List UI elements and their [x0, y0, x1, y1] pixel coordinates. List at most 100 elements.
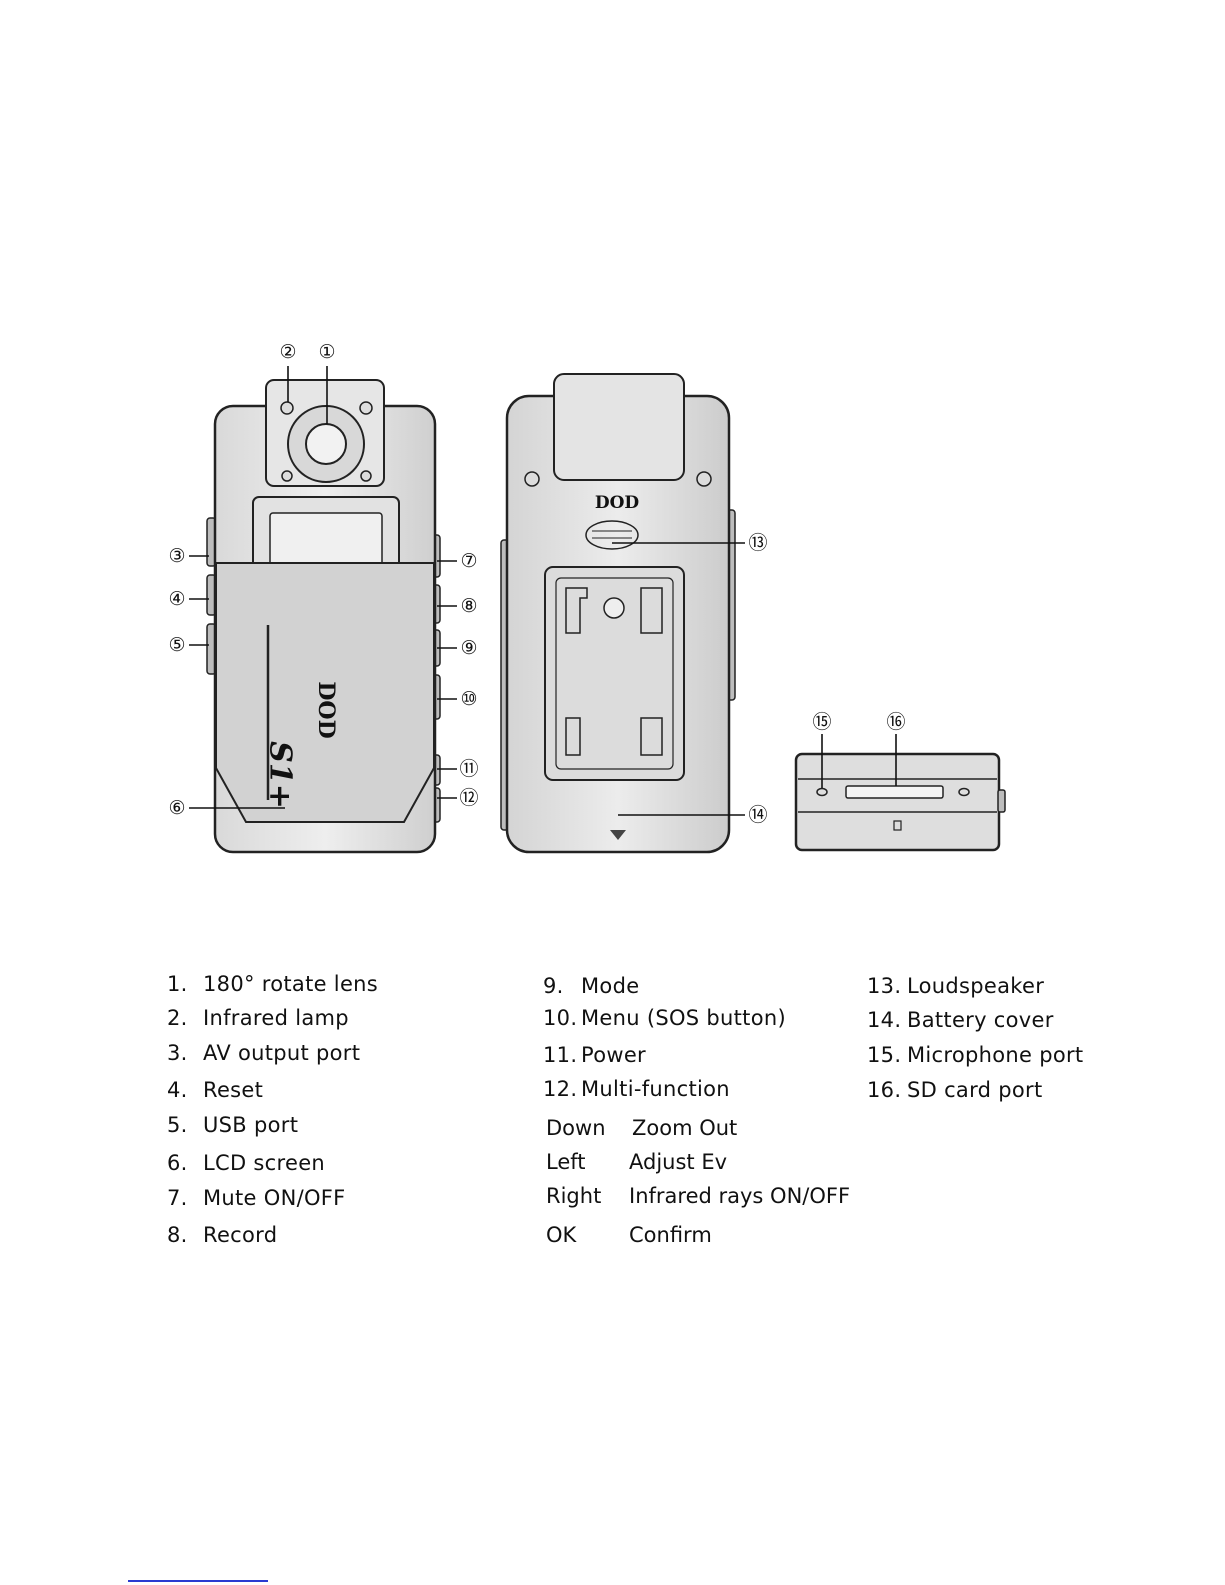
legend-number: 15. — [867, 1043, 902, 1067]
side-clip — [997, 789, 1006, 813]
legend-number: 12. — [543, 1077, 578, 1101]
callout-3: ③ — [168, 545, 185, 567]
footer-link-underline — [128, 1580, 268, 1582]
battery-release-arrow-icon — [610, 830, 626, 840]
legend-item-2: 2.Infrared lamp — [167, 1006, 349, 1030]
callout-7: ⑦ — [460, 550, 477, 572]
legend-item-6: 6. LCD screen — [167, 1151, 325, 1175]
legend-label: Loudspeaker — [907, 974, 1045, 998]
legend-item-1: 1. 180° rotate lens — [167, 972, 378, 996]
model-text: S1+ — [263, 741, 298, 809]
front-view: DOD S1+ — [206, 379, 441, 854]
flip-panel — [215, 562, 435, 823]
infrared-lamp-icon — [360, 470, 372, 482]
mf-key: Right — [546, 1184, 602, 1208]
callout-9: ⑨ — [460, 637, 477, 659]
legend-item-11: 11.Power — [543, 1043, 646, 1067]
callout-13: ⑬ — [748, 532, 767, 554]
callout-2: ② — [279, 341, 296, 363]
callout-8: ⑧ — [460, 595, 477, 617]
callout-15: ⑮ — [812, 711, 831, 733]
model-logo: S1+ — [263, 741, 298, 809]
multifunction-ok: OK Confirm — [546, 1223, 712, 1247]
callout-14: ⑭ — [748, 804, 767, 826]
loudspeaker-icon — [585, 520, 639, 550]
mount-plate-inner — [555, 577, 674, 770]
legend-label: USB port — [203, 1113, 299, 1137]
callout-16: ⑯ — [886, 711, 905, 733]
sd-symbol-icon — [893, 820, 902, 831]
device-diagram: DOD S1+ DOD — [168, 341, 1006, 854]
back-brand-text: DOD — [595, 493, 640, 513]
microphone-port-icon — [816, 787, 828, 797]
legend-item-8: 8. Record — [167, 1223, 277, 1247]
callout-labels: ① ② ③ ④ ⑤ ⑥ ⑦ ⑧ ⑨ ⑩ ⑪ ⑫ ⑬ ⑭ ⑮ ⑯ — [168, 341, 905, 826]
legend-label: Menu (SOS button) — [581, 1006, 786, 1030]
callout-11: ⑪ — [459, 758, 478, 780]
mount-slot — [565, 717, 581, 756]
mount-slot — [640, 717, 663, 756]
indicator-icon — [958, 787, 970, 797]
mf-key: Down — [546, 1116, 606, 1140]
mount-slot — [565, 587, 588, 634]
legend-number: 1. — [167, 972, 188, 996]
front-brand-logo: DOD — [313, 681, 339, 738]
legend-label: Record — [203, 1223, 278, 1247]
callout-4: ④ — [168, 588, 185, 610]
tripod-socket-icon — [603, 597, 625, 619]
legend-label: Mute ON/OFF — [203, 1186, 346, 1210]
lens-icon — [305, 423, 347, 465]
legend-item-14: 14.Battery cover — [867, 1008, 1054, 1032]
legend-label: 180° rotate lens — [203, 972, 379, 996]
legend-number: 8. — [167, 1223, 188, 1247]
legend-number: 6. — [167, 1151, 188, 1175]
legend-label: Power — [581, 1043, 646, 1067]
mf-value: Infrared rays ON/OFF — [629, 1184, 851, 1208]
legend-item-16: 16.SD card port — [867, 1078, 1043, 1102]
legend-item-15: 15.Microphone port — [867, 1043, 1083, 1067]
legend-item-3: 3. AV output port — [167, 1041, 360, 1065]
mf-value: Adjust Ev — [629, 1150, 728, 1174]
legend-label: Microphone port — [907, 1043, 1084, 1067]
back-brand-logo: DOD — [595, 493, 640, 513]
mf-value: Confirm — [629, 1223, 712, 1247]
multifunction-right: Right Infrared rays ON/OFF — [546, 1184, 850, 1208]
back-view: DOD — [500, 373, 736, 854]
mount-slot — [640, 587, 663, 634]
multifunction-left: Left Adjust Ev — [546, 1150, 727, 1174]
legend-number: 14. — [867, 1008, 902, 1032]
legend-number: 13. — [867, 974, 902, 998]
legend-number: 11. — [543, 1043, 578, 1067]
callout-1: ① — [318, 341, 335, 363]
infrared-lamp-icon — [281, 470, 293, 482]
legend-label: AV output port — [203, 1041, 361, 1065]
legend-number: 4. — [167, 1078, 188, 1102]
sd-card-slot-icon — [845, 785, 944, 799]
callout-6: ⑥ — [168, 797, 185, 819]
legend-number: 7. — [167, 1186, 188, 1210]
screw-icon — [696, 471, 712, 487]
legend-label: Battery cover — [907, 1008, 1054, 1032]
legend-number: 9. — [543, 974, 564, 998]
legend-item-7: 7. Mute ON/OFF — [167, 1186, 346, 1210]
legend-item-12: 12.Multi-function — [543, 1077, 730, 1101]
legend-number: 3. — [167, 1041, 188, 1065]
legend-label: Multi-function — [581, 1077, 730, 1101]
bottom-view — [794, 752, 1006, 852]
infrared-lamp-icon — [359, 401, 373, 415]
legend-item-13: 13.Loudspeaker — [867, 974, 1044, 998]
legend-label: Mode — [581, 974, 640, 998]
infrared-lamp-icon — [280, 401, 294, 415]
screw-icon — [524, 471, 540, 487]
callout-10: ⑩ — [460, 688, 477, 710]
leader-lines — [189, 366, 897, 816]
callout-5: ⑤ — [168, 634, 185, 656]
legend-item-9: 9. Mode — [543, 974, 639, 998]
legend-number: 5. — [167, 1113, 188, 1137]
mf-key: OK — [546, 1223, 577, 1247]
legend-label: LCD screen — [203, 1151, 326, 1175]
legend-number: 2. — [167, 1006, 188, 1030]
legend-number: 16. — [867, 1078, 902, 1102]
mf-key: Left — [546, 1150, 586, 1174]
